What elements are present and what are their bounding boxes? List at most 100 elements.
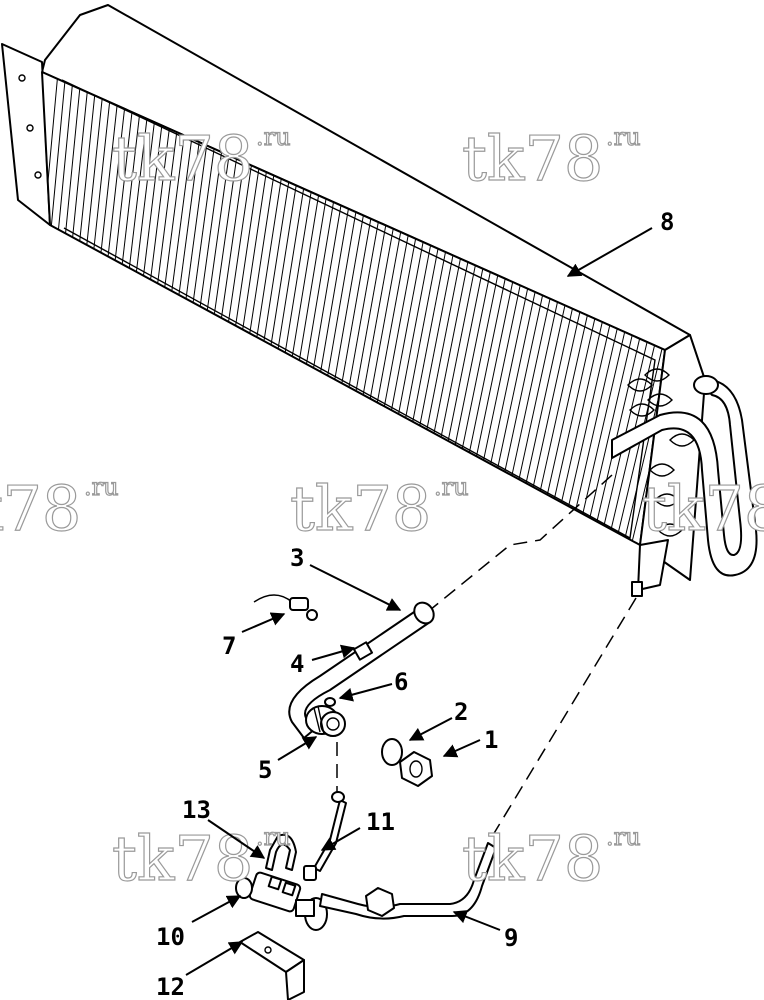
fin-line xyxy=(454,265,493,448)
outlet-manifold-tube xyxy=(611,379,758,577)
fin-line xyxy=(546,308,590,498)
fin-line xyxy=(78,88,96,245)
svg-text:.ru: .ru xyxy=(84,473,119,501)
svg-text:5: 5 xyxy=(258,756,272,784)
expansion-valve xyxy=(235,871,328,931)
fin-line xyxy=(277,182,306,352)
fin-line xyxy=(135,115,156,275)
fin-line xyxy=(468,272,508,456)
fin-line xyxy=(156,125,179,287)
fin-line xyxy=(390,235,425,414)
fin-line xyxy=(114,105,134,264)
right-header xyxy=(639,334,706,581)
svg-text:7: 7 xyxy=(222,632,236,660)
fin-line xyxy=(595,332,642,525)
fin-line xyxy=(482,278,523,464)
callout-13: 13 xyxy=(182,796,266,859)
fin-line xyxy=(447,262,485,444)
fin-line xyxy=(241,165,268,333)
fin-line xyxy=(128,111,149,272)
callout-10: 10 xyxy=(156,895,242,951)
fin-line xyxy=(588,328,635,521)
svg-text:13: 13 xyxy=(182,796,211,824)
fin-line xyxy=(503,288,545,475)
callout-8: 8 xyxy=(566,208,674,277)
fin-line xyxy=(560,315,605,506)
fin-line xyxy=(355,218,388,395)
fin-line xyxy=(163,128,186,291)
svg-text:3: 3 xyxy=(290,544,304,572)
callout-3: 3 xyxy=(290,544,402,611)
fin-line xyxy=(489,282,530,468)
svg-text:2: 2 xyxy=(454,698,468,726)
fin-line xyxy=(142,118,164,279)
fin-line xyxy=(411,245,448,425)
fin-line xyxy=(574,322,620,514)
fin-line xyxy=(93,95,111,252)
watermark-6: tk78 .ru xyxy=(111,821,291,895)
fin-line xyxy=(192,141,216,306)
callout-9: 9 xyxy=(452,910,518,952)
fin-line xyxy=(270,178,298,348)
fin-line xyxy=(234,161,261,329)
fin-line xyxy=(496,285,537,471)
watermark-2: tk78 .ru xyxy=(461,121,641,195)
fin-line xyxy=(333,208,366,383)
fin-line xyxy=(291,188,321,360)
mounting-bracket xyxy=(239,931,305,1000)
fin-line xyxy=(312,198,343,372)
fin-line xyxy=(220,155,246,322)
fin-line xyxy=(64,81,81,237)
fin-line xyxy=(397,238,433,418)
callout-6: 6 xyxy=(338,668,408,702)
fin-line xyxy=(50,75,66,229)
fin-line xyxy=(567,318,612,510)
fin-line xyxy=(369,225,403,402)
watermarks: tk78 .ru tk78 .ru tk78 .ru tk78 .ru tk78… xyxy=(0,121,764,895)
svg-text:tk78: tk78 xyxy=(462,822,603,895)
fin-line xyxy=(319,202,351,375)
fin-line xyxy=(326,205,358,379)
fin-line xyxy=(284,185,313,356)
callout-12: 12 xyxy=(156,941,244,1000)
svg-text:11: 11 xyxy=(366,808,395,836)
callouts: 1 2 3 4 5 6 7 8 xyxy=(156,208,674,1000)
watermark-4: tk78 .ru xyxy=(289,471,469,545)
callout-2: 2 xyxy=(408,698,468,741)
fin-line xyxy=(510,292,552,479)
svg-text:12: 12 xyxy=(156,973,185,1000)
svg-text:.ru: .ru xyxy=(606,123,641,151)
core-inlet-fitting xyxy=(637,539,669,591)
fin-line xyxy=(57,78,74,233)
fin-line xyxy=(213,151,238,318)
fin-line xyxy=(383,232,418,410)
fin-line xyxy=(121,108,141,268)
watermark-5: tk78 xyxy=(641,471,764,545)
fin-line xyxy=(85,91,104,249)
fin-line xyxy=(262,175,291,345)
return-bends xyxy=(627,368,695,537)
svg-text:tk78: tk78 xyxy=(642,472,764,545)
fin-line xyxy=(178,135,201,299)
assembly-centerlines xyxy=(336,474,637,841)
capillary-tube xyxy=(303,791,347,881)
fin-line xyxy=(425,252,463,433)
small-o-ring xyxy=(324,697,336,707)
fin-line xyxy=(71,85,89,241)
left-end-plate xyxy=(1,43,51,226)
svg-text:.ru: .ru xyxy=(256,123,291,151)
svg-text:.ru: .ru xyxy=(606,823,641,851)
fin-line xyxy=(539,305,582,494)
fin-line xyxy=(418,248,455,429)
svg-text:9: 9 xyxy=(504,924,518,952)
fin-line xyxy=(298,192,328,364)
fin-line xyxy=(517,295,560,483)
fin-line xyxy=(107,101,126,260)
svg-text:10: 10 xyxy=(156,923,185,951)
fin-line xyxy=(404,242,440,421)
sensor-with-wire xyxy=(253,594,318,621)
svg-text:4: 4 xyxy=(290,650,304,678)
fin-line xyxy=(432,255,470,437)
fin-line xyxy=(248,168,276,337)
callout-11: 11 xyxy=(320,808,395,851)
